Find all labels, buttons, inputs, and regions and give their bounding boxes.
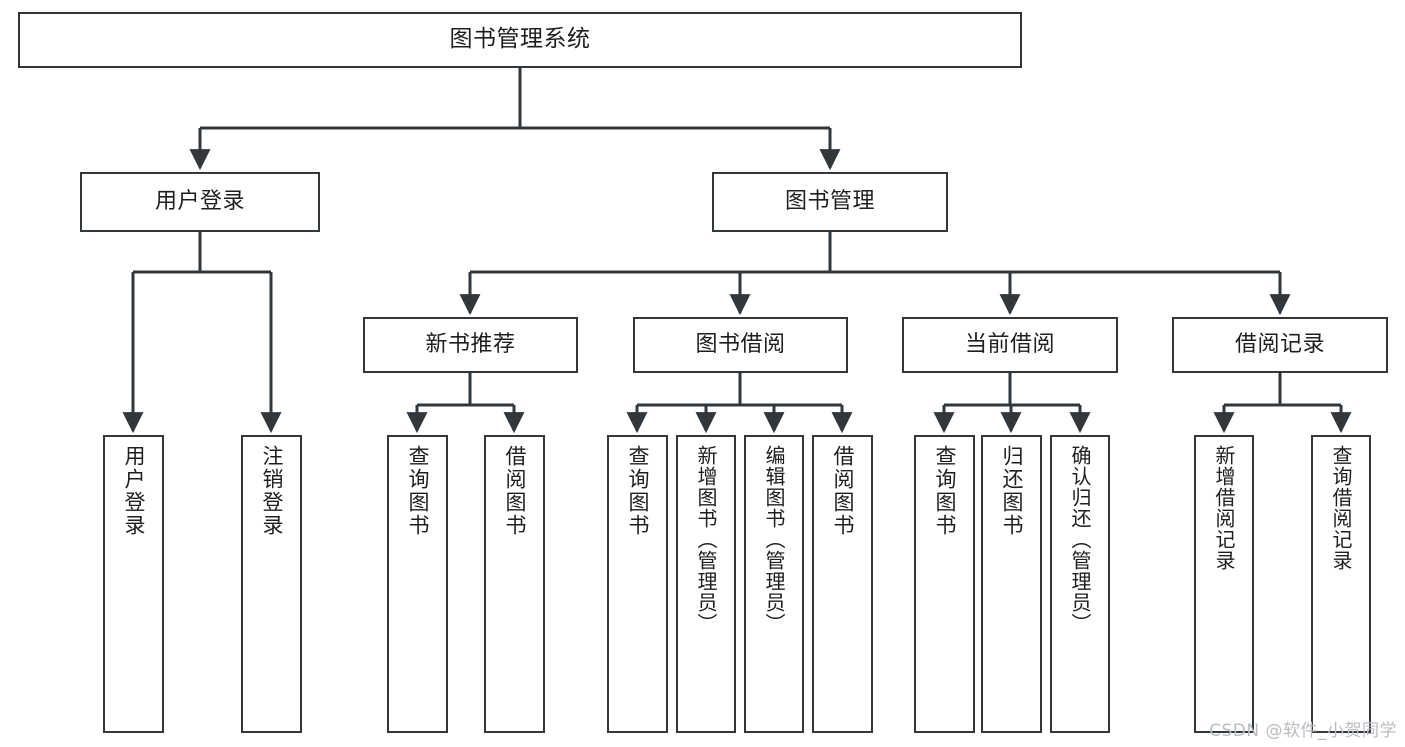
node-label: 图书借阅 [695, 331, 786, 357]
node-label: 确认归还（管理员） [1068, 445, 1092, 634]
node-label: 用户登录 [122, 445, 146, 537]
leaf-confirm-return[interactable]: 确认归还（管理员） [1050, 435, 1110, 733]
leaf-user-login[interactable]: 用户登录 [103, 435, 164, 733]
node-book-management[interactable]: 图书管理 [712, 172, 948, 232]
node-root-system[interactable]: 图书管理系统 [18, 12, 1022, 68]
node-label: 新增借阅记录 [1212, 445, 1236, 571]
leaf-logout-login[interactable]: 注销登录 [241, 435, 302, 733]
leaf-return-book[interactable]: 归还图书 [981, 435, 1042, 733]
node-label: 新增图书（管理员） [694, 445, 718, 634]
node-label: 新书推荐 [425, 331, 516, 357]
leaf-edit-book[interactable]: 编辑图书（管理员） [744, 435, 804, 733]
csdn-watermark: CSDN @软件_小贺同学 [1209, 721, 1397, 741]
leaf-add-book[interactable]: 新增图书（管理员） [676, 435, 736, 733]
node-user-login[interactable]: 用户登录 [80, 172, 320, 232]
node-label: 图书管理 [784, 188, 875, 214]
leaf-query-book-recommend[interactable]: 查询图书 [387, 435, 448, 733]
node-label: 借阅图书 [831, 445, 855, 537]
leaf-query-book-current[interactable]: 查询图书 [914, 435, 975, 733]
node-label: 图书管理系统 [449, 26, 591, 53]
node-current-borrow[interactable]: 当前借阅 [902, 317, 1118, 373]
leaf-query-book-borrow[interactable]: 查询图书 [607, 435, 668, 733]
node-label: 编辑图书（管理员） [762, 445, 786, 634]
node-label: 查询图书 [626, 445, 650, 537]
node-label: 归还图书 [1000, 445, 1024, 537]
node-new-book-recommend[interactable]: 新书推荐 [363, 317, 578, 373]
node-label: 借阅记录 [1234, 331, 1325, 357]
node-label: 查询借阅记录 [1329, 445, 1353, 571]
node-label: 当前借阅 [964, 331, 1055, 357]
node-borrow-record[interactable]: 借阅记录 [1172, 317, 1388, 373]
leaf-borrow-book[interactable]: 借阅图书 [812, 435, 873, 733]
leaf-borrow-book-recommend[interactable]: 借阅图书 [484, 435, 545, 733]
leaf-add-borrow-record[interactable]: 新增借阅记录 [1194, 435, 1254, 733]
node-label: 用户登录 [154, 188, 245, 214]
node-label: 查询图书 [406, 445, 430, 537]
node-label: 查询图书 [933, 445, 957, 537]
node-label: 注销登录 [260, 445, 284, 537]
leaf-query-borrow-record[interactable]: 查询借阅记录 [1311, 435, 1371, 733]
node-book-borrow[interactable]: 图书借阅 [633, 317, 848, 373]
node-label: 借阅图书 [503, 445, 527, 537]
